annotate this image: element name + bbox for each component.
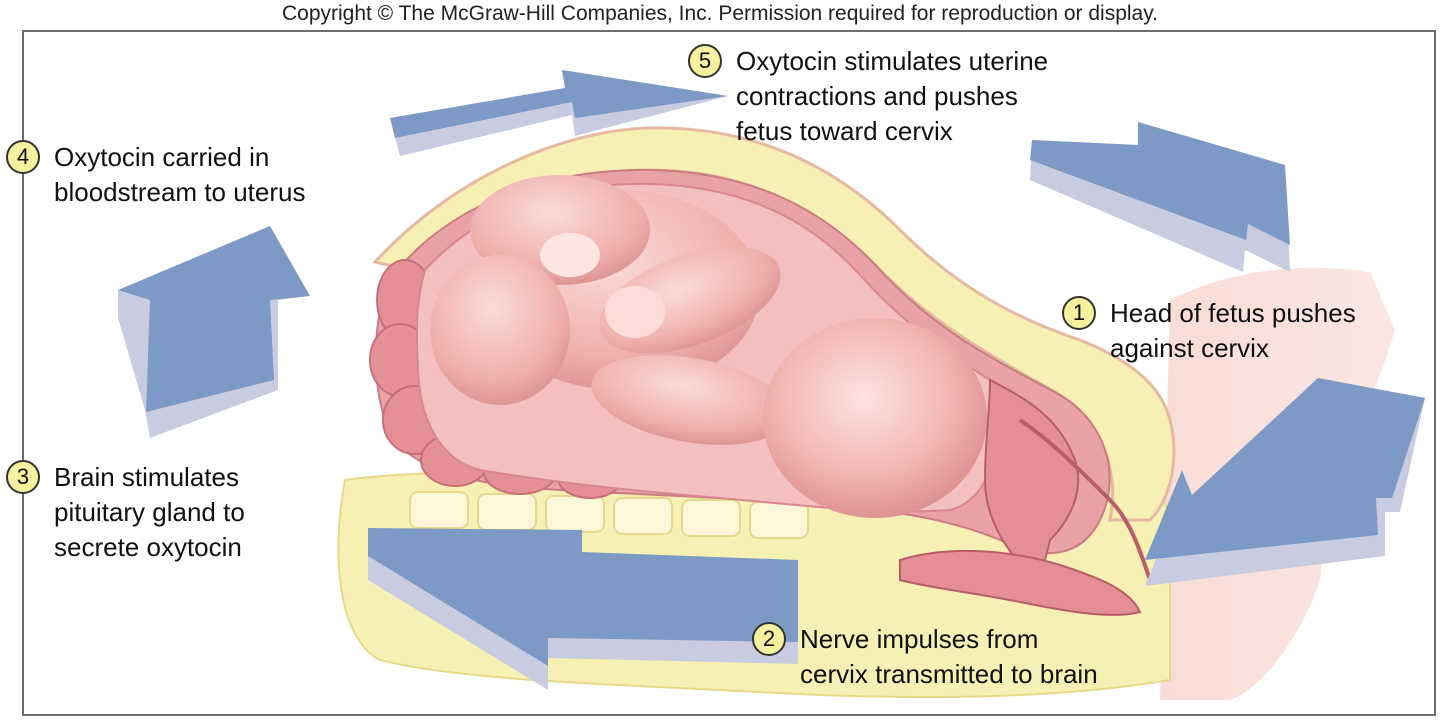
step-2-text: Nerve impulses from cervix transmitted t… <box>800 622 1098 692</box>
step-5: 5 Oxytocin stimulates uterine contractio… <box>688 44 1048 149</box>
step-3-line-3: secrete oxytocin <box>54 532 242 562</box>
step-3-line-2: pituitary gland to <box>54 497 245 527</box>
step-1-line-1: Head of fetus pushes <box>1110 298 1356 328</box>
step-4-line-1: Oxytocin carried in <box>54 142 270 172</box>
step-3-text: Brain stimulates pituitary gland to secr… <box>54 460 245 565</box>
step-4-badge: 4 <box>6 140 40 174</box>
fetus-leg <box>430 255 570 405</box>
fetus-foot <box>540 233 600 277</box>
step-4-line-2: bloodstream to uterus <box>54 177 306 207</box>
step-2: 2 Nerve impulses from cervix transmitted… <box>752 622 1098 692</box>
step-5-badge: 5 <box>688 44 722 78</box>
step-5-line-3: fetus toward cervix <box>736 116 953 146</box>
step-3-line-1: Brain stimulates <box>54 462 239 492</box>
step-2-line-1: Nerve impulses from <box>800 624 1039 654</box>
fetus-lower-arm <box>591 355 789 445</box>
spine <box>409 491 809 539</box>
step-1-text: Head of fetus pushes against cervix <box>1110 296 1356 366</box>
step-1-badge: 1 <box>1062 296 1096 330</box>
step-5-text: Oxytocin stimulates uterine contractions… <box>736 44 1048 149</box>
step-3: 3 Brain stimulates pituitary gland to se… <box>6 460 245 565</box>
birth-canal <box>1018 418 1152 581</box>
step-1-line-2: against cervix <box>1110 333 1269 363</box>
arrow-top-right <box>1030 122 1290 272</box>
arrow-top <box>390 70 728 156</box>
fetus-hand <box>605 286 665 338</box>
step-5-line-2: contractions and pushes <box>736 81 1018 111</box>
step-4: 4 Oxytocin carried in bloodstream to ute… <box>6 140 305 210</box>
fetus-head <box>763 318 987 518</box>
step-1: 1 Head of fetus pushes against cervix <box>1062 296 1356 366</box>
step-2-line-2: cervix transmitted to brain <box>800 659 1098 689</box>
step-2-badge: 2 <box>752 622 786 656</box>
step-3-badge: 3 <box>6 460 40 494</box>
arrow-bottom <box>368 528 798 690</box>
step-5-line-1: Oxytocin stimulates uterine <box>736 46 1049 76</box>
rectum <box>899 549 1142 616</box>
arrow-right <box>1145 378 1425 586</box>
step-4-text: Oxytocin carried in bloodstream to uteru… <box>54 140 305 210</box>
arrow-left <box>118 226 310 438</box>
copyright-notice: Copyright © The McGraw-Hill Companies, I… <box>281 2 1159 25</box>
